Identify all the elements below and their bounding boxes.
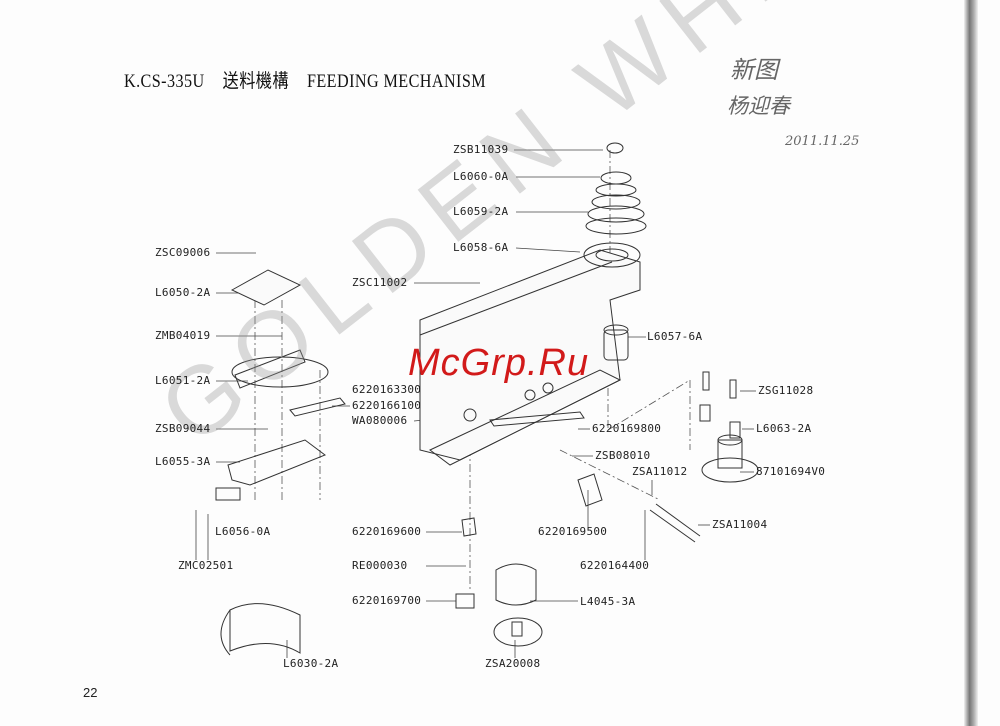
part-label: L6055-3A [155,455,211,468]
part-label: 6220169800 [592,422,662,435]
handwritten-note-1: 新图 [730,56,778,84]
part-label: WA080006 [352,414,408,427]
lower-parts-drawing [220,411,701,656]
scan-edge-shadow [964,0,978,726]
part-label: ZSC09006 [155,246,211,259]
page-number: 22 [83,685,98,700]
part-label: 6220163300 [352,383,422,396]
part-label: ZSC11002 [352,276,408,289]
part-label: ZSB11039 [453,143,509,156]
part-label: ZMC02501 [178,559,234,572]
handwritten-date: 2011.11.25 [785,134,860,149]
feed-arm-drawing [419,242,641,466]
part-label: 6220164400 [580,559,650,572]
part-label: L6057-6A [647,330,703,343]
part-label: ZSA11012 [632,465,688,478]
handwritten-note-2: 杨迎春 [727,94,790,118]
title-chinese: 送料機構 [222,71,289,92]
part-label: ZSA11004 [712,518,768,531]
part-label: L6059-2A [453,205,509,218]
part-label: L6058-6A [453,241,509,254]
part-label: 87101694V0 [756,465,826,478]
presser-plate-drawing [215,269,346,501]
part-label: ZMB04019 [155,329,211,342]
spring-drawing [585,142,647,235]
part-label: L6050-2A [155,286,211,299]
part-label: RE000030 [352,559,408,572]
part-label: L6060-0A [453,170,509,183]
part-label: 6220166100 [352,399,422,412]
part-label: L4045-3A [580,595,636,608]
part-label: L6051-2A [155,374,211,387]
part-label: ZSB08010 [595,449,651,462]
part-label: ZSG11028 [758,384,814,397]
part-label: 6220169600 [352,525,422,538]
part-label: ZSB09044 [155,422,211,435]
model-number: K.CS-335U [124,71,205,92]
part-label: L6030-2A [283,657,339,670]
part-label: ZSA20008 [485,657,541,670]
post-assembly-drawing [699,371,759,483]
title-english: FEEDING MECHANISM [306,71,487,92]
part-label: 6220169700 [352,594,422,607]
part-label: L6056-0A [215,525,271,538]
page-title: K.CS-335U 送料機構 FEEDING MECHANISM [124,66,500,93]
part-label: 6220169500 [538,525,608,538]
part-label: L6063-2A [756,422,812,435]
site-watermark: McGrp.Ru [408,342,590,384]
